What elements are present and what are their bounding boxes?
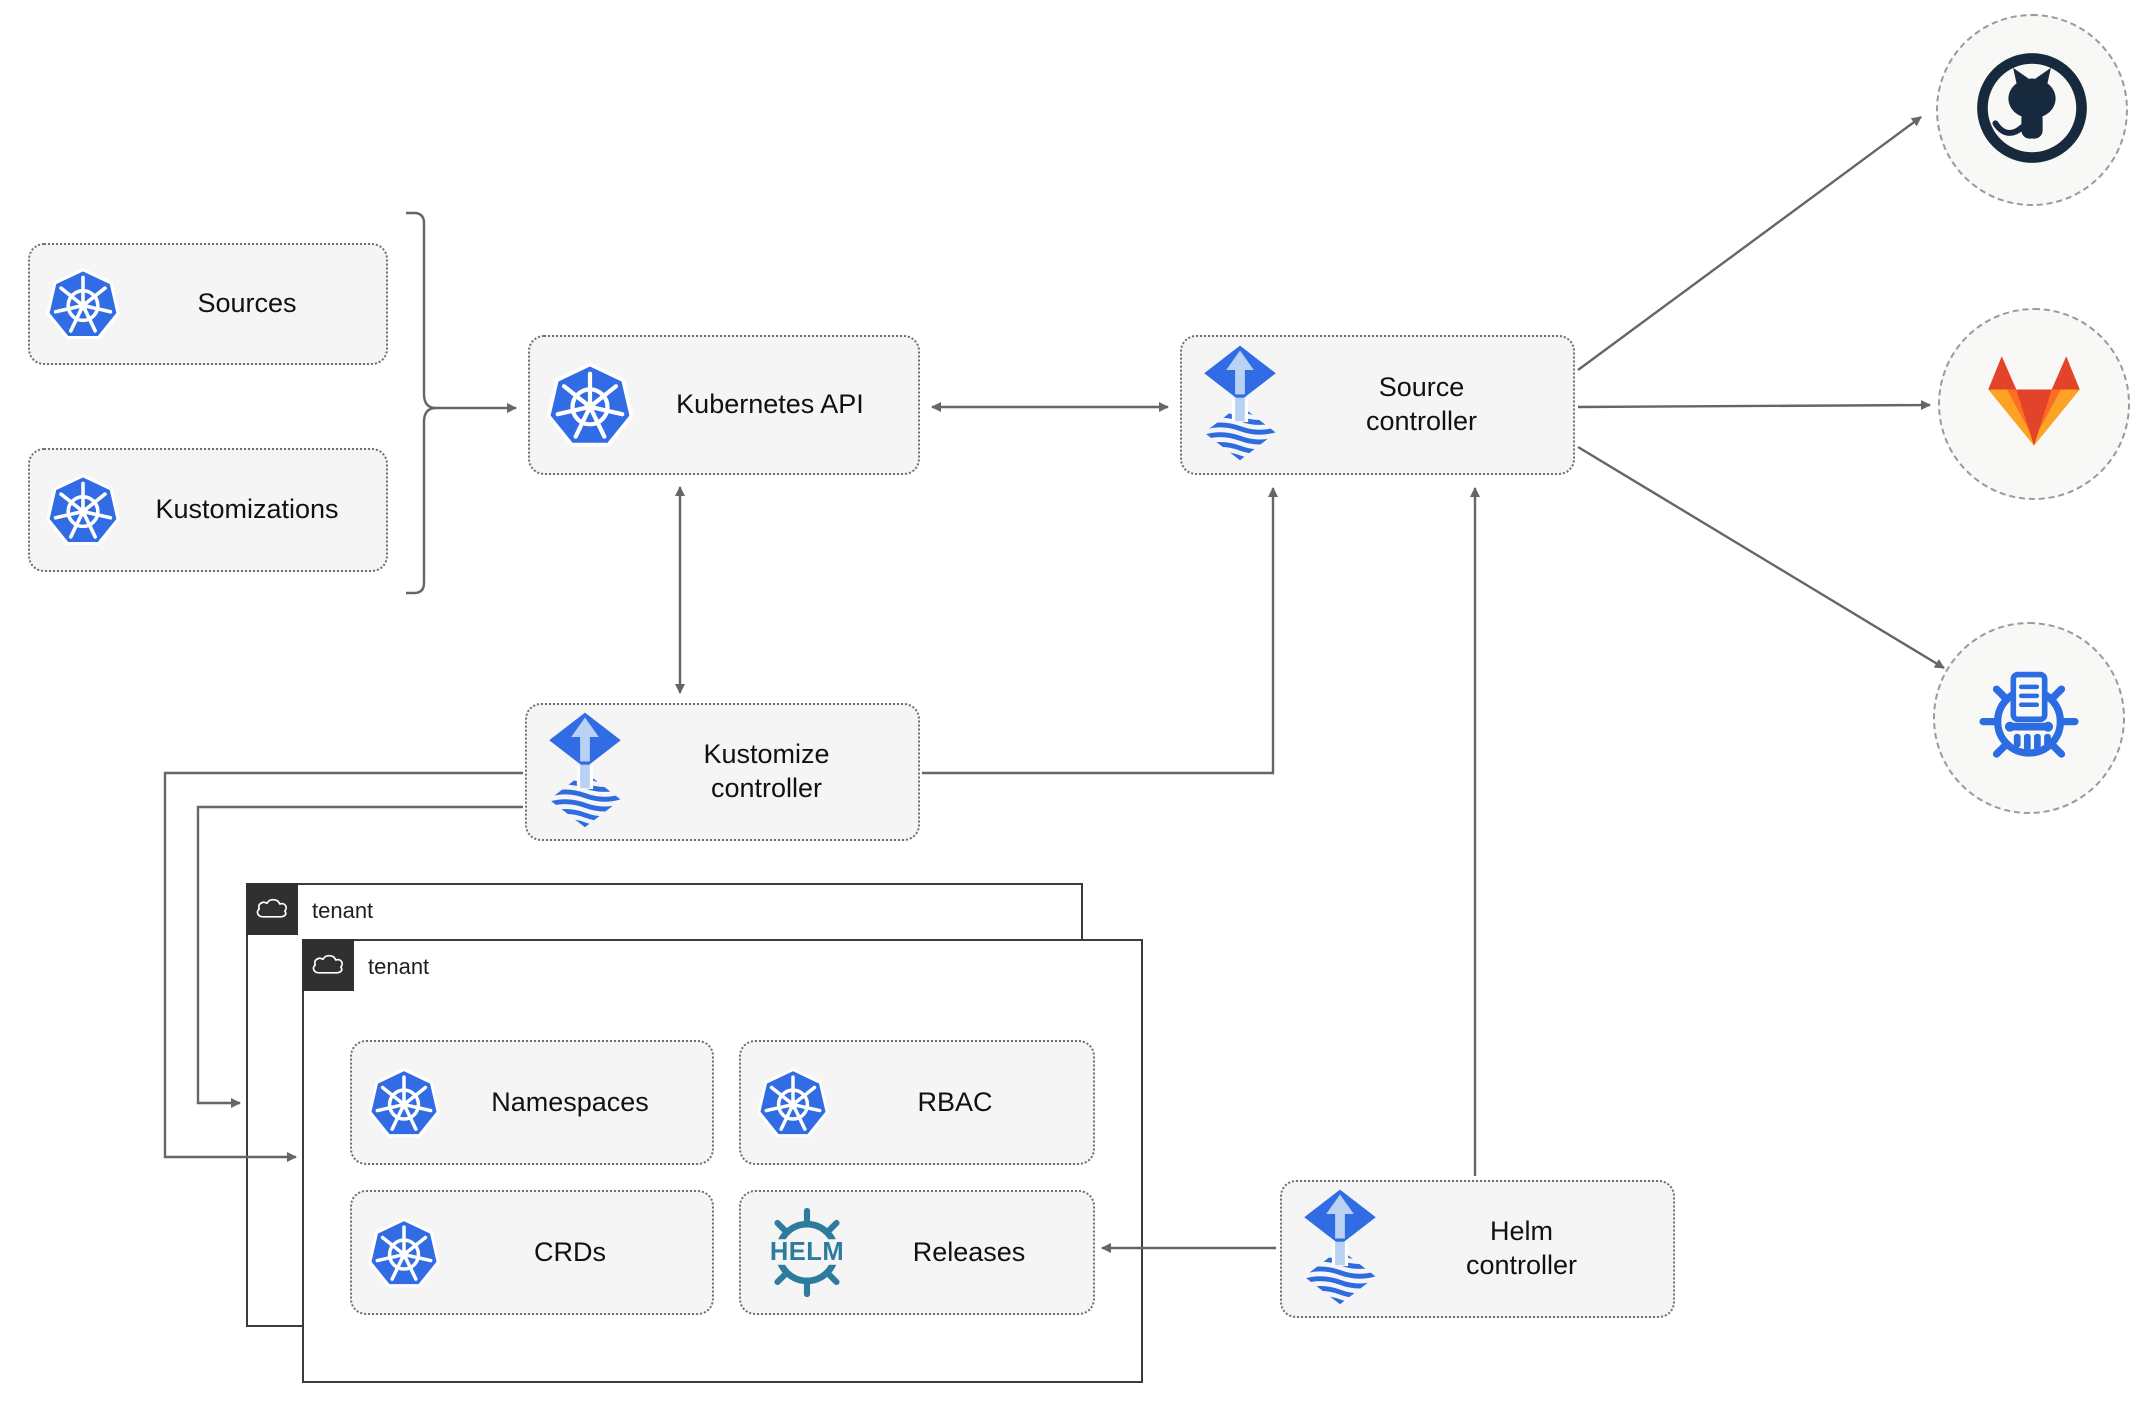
node-kustomize-controller: Kustomize controller <box>525 703 920 841</box>
gitlab-icon <box>1982 354 2086 455</box>
node-label: Kustomize controller <box>703 739 830 803</box>
helm-icon: HELM <box>755 1205 859 1300</box>
chartmuseum-icon <box>1973 660 2085 777</box>
cloud-icon <box>302 939 354 991</box>
tenant-container-front: tenant Namespaces <box>302 939 1143 1383</box>
node-kustomizations: Kustomizations <box>28 448 388 572</box>
node-sources: Sources <box>28 243 388 365</box>
node-label: Namespaces <box>491 1086 649 1117</box>
node-label: RBAC <box>917 1086 993 1117</box>
edge-bracket <box>406 211 437 595</box>
repo-github <box>1936 14 2128 206</box>
kubernetes-icon <box>44 265 122 343</box>
kubernetes-icon <box>755 1065 831 1141</box>
node-releases: HELM Releases <box>739 1190 1095 1315</box>
kubernetes-icon <box>366 1065 442 1141</box>
node-source-controller: Source controller <box>1180 335 1575 475</box>
repo-chartmuseum <box>1933 622 2125 814</box>
edge-source-to-github <box>1577 116 1922 371</box>
repo-gitlab <box>1938 308 2130 500</box>
tenant-label: tenant <box>368 954 430 979</box>
node-namespaces: Namespaces <box>350 1040 714 1165</box>
edge-source-to-gitlab <box>1577 400 1931 411</box>
flux-icon <box>541 711 629 833</box>
node-crds: CRDs <box>350 1190 714 1315</box>
kubernetes-icon <box>366 1215 442 1291</box>
node-rbac: RBAC <box>739 1040 1095 1165</box>
node-label: Kubernetes API <box>676 389 864 420</box>
node-label: CRDs <box>534 1236 606 1267</box>
edge-source-to-chartmuseum <box>1577 445 1945 670</box>
helm-logo-text: HELM <box>770 1238 844 1266</box>
node-label: Sources <box>197 288 297 319</box>
edge-kustomize-to-source-controller <box>922 487 1278 775</box>
github-icon <box>1973 49 2091 172</box>
kubernetes-icon <box>544 359 636 451</box>
node-label: Releases <box>912 1236 1026 1267</box>
node-kubernetes-api: Kubernetes API <box>528 335 920 475</box>
node-label: Helm controller <box>1465 1216 1578 1280</box>
kubernetes-icon <box>44 471 122 549</box>
tenant-label: tenant <box>312 898 374 923</box>
flux-icon <box>1196 344 1284 466</box>
node-helm-controller: Helm controller <box>1280 1180 1675 1318</box>
node-label: Source controller <box>1365 372 1478 436</box>
node-label: Kustomizations <box>155 494 339 525</box>
cloud-icon <box>246 883 298 935</box>
flux-icon <box>1296 1188 1384 1310</box>
